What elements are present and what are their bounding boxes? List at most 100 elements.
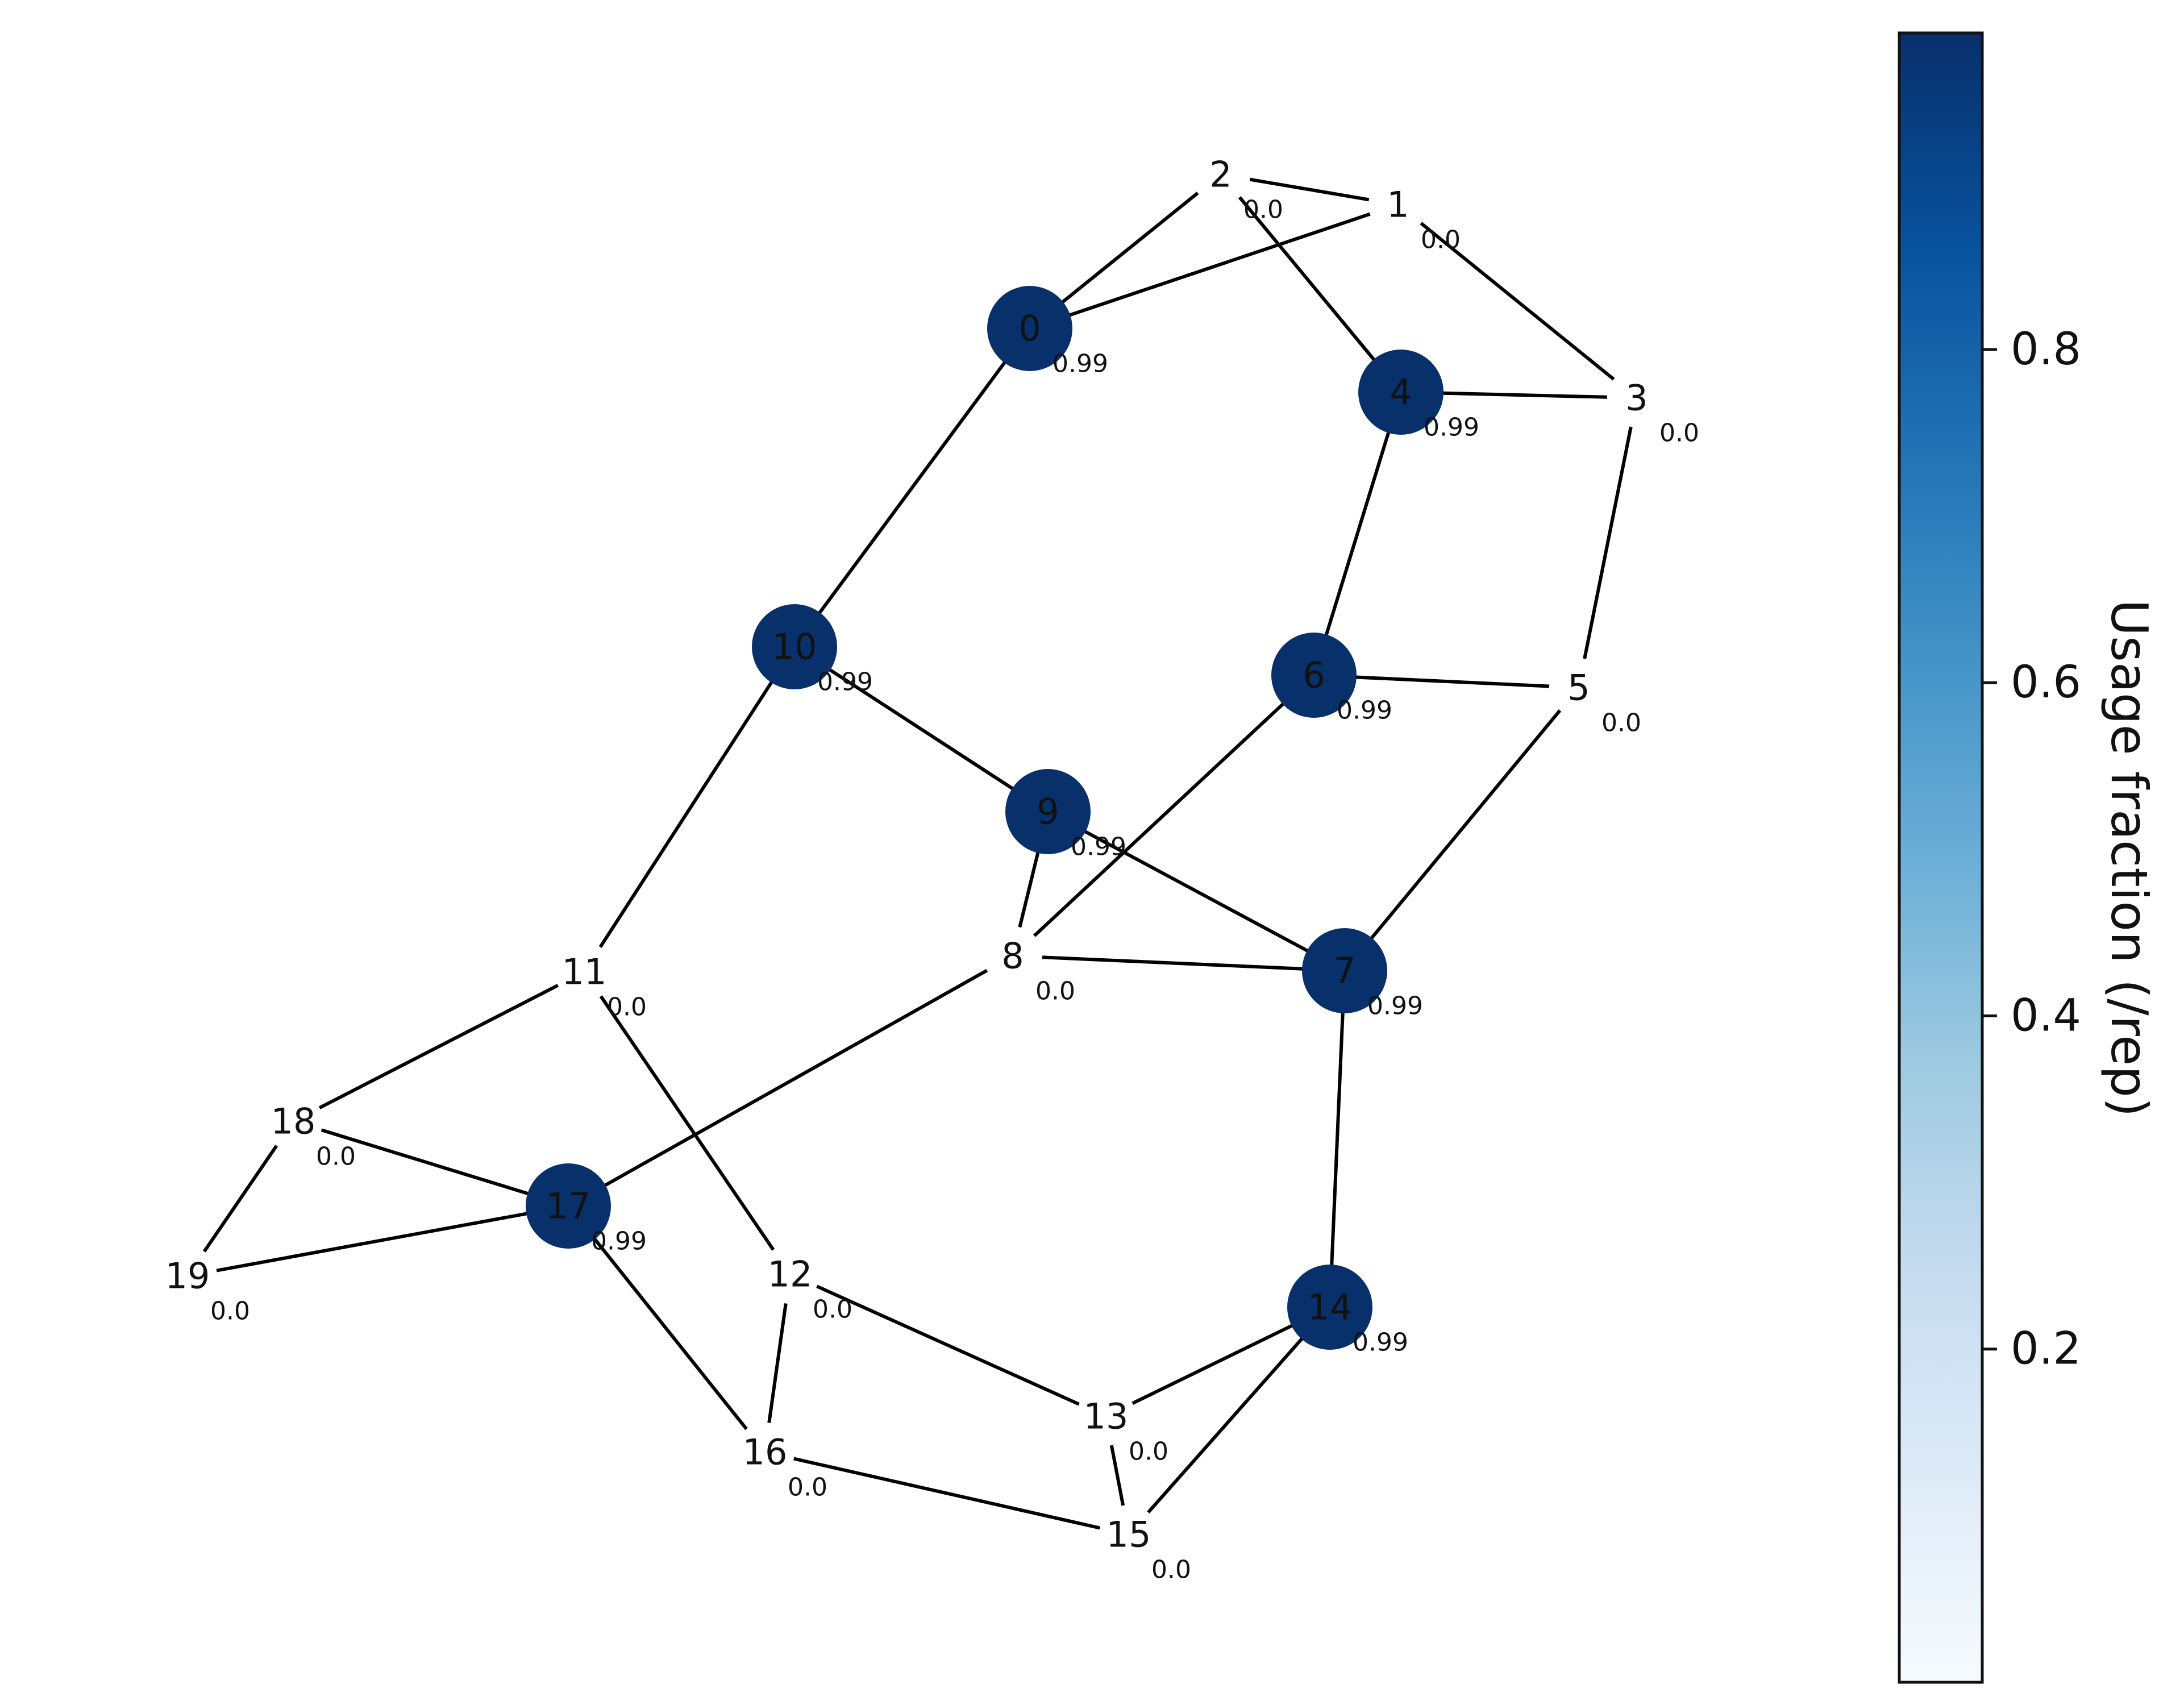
node-label: 13 — [1084, 1396, 1129, 1437]
node-circle-14 — [1287, 1265, 1372, 1350]
edge-0-10 — [810, 351, 1014, 624]
node-circle-7 — [1302, 928, 1387, 1013]
node-usage-label: 0.99 — [1424, 413, 1479, 442]
node-17[interactable]: 170.99 — [526, 1163, 647, 1256]
node-label: 7 — [1333, 950, 1355, 992]
node-11[interactable]: 110.0 — [562, 951, 647, 1022]
node-usage-label: 0.0 — [1421, 226, 1461, 255]
colorbar-gradient — [1898, 31, 1984, 1684]
node-12[interactable]: 120.0 — [768, 1254, 852, 1324]
node-15[interactable]: 150.0 — [1106, 1514, 1191, 1585]
edge-2-4 — [1238, 196, 1384, 371]
colorbar-tick-label: 0.8 — [2011, 324, 2081, 375]
node-usage-label: 0.99 — [817, 668, 873, 697]
node-label: 5 — [1567, 667, 1590, 709]
node-usage-label: 0.99 — [1071, 833, 1126, 862]
node-usage-label: 0.99 — [591, 1227, 647, 1256]
node-usage-label: 0.0 — [1151, 1556, 1191, 1585]
edge-9-7 — [1073, 824, 1320, 959]
edge-0-2 — [1051, 192, 1199, 311]
nodes-layer: 00.9910.020.030.040.9950.060.9970.9980.0… — [165, 154, 1699, 1585]
edge-8-7 — [1042, 955, 1316, 971]
edge-18-17 — [321, 1128, 541, 1199]
edge-12-13 — [816, 1284, 1080, 1406]
node-label: 11 — [562, 951, 607, 993]
colorbar-tick-label: 0.6 — [2011, 657, 2081, 708]
node-usage-label: 0.0 — [1659, 419, 1699, 448]
node-18[interactable]: 180.0 — [271, 1101, 356, 1171]
node-3[interactable]: 30.0 — [1625, 377, 1699, 448]
node-label: 0 — [1018, 308, 1041, 350]
node-label: 3 — [1625, 377, 1648, 419]
edge-14-15 — [1147, 1328, 1312, 1514]
node-usage-label: 0.0 — [1243, 196, 1283, 224]
node-circle-9 — [1005, 769, 1091, 854]
node-16[interactable]: 160.0 — [743, 1432, 827, 1502]
colorbar-label: Usage fraction (/rep) — [2100, 600, 2158, 1117]
edge-7-14 — [1329, 1000, 1345, 1278]
edge-10-9 — [818, 661, 1025, 797]
node-19[interactable]: 190.0 — [165, 1255, 250, 1326]
colorbar-tick-label: 0.2 — [2011, 1324, 2081, 1375]
edge-19-17 — [216, 1209, 540, 1272]
edge-17-16 — [585, 1228, 748, 1430]
edge-5-6 — [1343, 675, 1550, 688]
node-14[interactable]: 140.99 — [1287, 1265, 1408, 1357]
node-9[interactable]: 90.99 — [1005, 769, 1126, 862]
edge-10-11 — [598, 671, 780, 948]
node-2[interactable]: 20.0 — [1209, 154, 1283, 224]
node-usage-label: 0.0 — [607, 993, 647, 1022]
node-8[interactable]: 80.0 — [1001, 935, 1075, 1006]
node-usage-label: 0.99 — [1353, 1328, 1408, 1357]
edge-9-8 — [1018, 839, 1043, 928]
edge-11-18 — [318, 984, 559, 1109]
node-label: 4 — [1390, 372, 1412, 413]
node-circle-4 — [1358, 350, 1443, 435]
edge-16-15 — [793, 1457, 1100, 1530]
node-label: 8 — [1001, 935, 1024, 977]
node-label: 12 — [768, 1254, 813, 1295]
node-label: 1 — [1387, 184, 1409, 226]
node-circle-0 — [987, 286, 1072, 371]
edge-3-5 — [1583, 426, 1633, 659]
node-label: 6 — [1303, 655, 1325, 696]
node-usage-label: 0.0 — [1601, 709, 1641, 738]
edge-3-4 — [1430, 391, 1608, 399]
node-label: 10 — [772, 626, 817, 668]
colorbar-ticks: 0.2 0.4 0.6 0.8 — [1982, 324, 2081, 1375]
node-circle-6 — [1271, 633, 1357, 718]
node-usage-label: 0.99 — [1053, 350, 1108, 379]
node-label: 9 — [1037, 791, 1059, 833]
node-label: 2 — [1209, 154, 1232, 196]
node-usage-label: 0.0 — [1035, 977, 1075, 1006]
node-label: 18 — [271, 1101, 316, 1142]
edge-6-8 — [1033, 694, 1294, 937]
node-6[interactable]: 60.99 — [1271, 633, 1392, 725]
node-usage-label: 0.0 — [788, 1473, 827, 1502]
colorbar-tick-label: 0.4 — [2011, 990, 2081, 1041]
node-13[interactable]: 130.0 — [1084, 1396, 1168, 1466]
edge-0-1 — [1057, 212, 1371, 321]
edge-18-19 — [202, 1145, 278, 1253]
edge-13-14 — [1131, 1319, 1304, 1405]
node-1[interactable]: 10.0 — [1387, 184, 1461, 255]
node-usage-label: 0.0 — [316, 1142, 356, 1171]
node-5[interactable]: 50.0 — [1567, 667, 1641, 738]
edge-8-17 — [593, 968, 988, 1194]
node-10[interactable]: 100.99 — [752, 604, 873, 697]
node-label: 19 — [165, 1255, 210, 1297]
node-circle-10 — [752, 604, 837, 689]
node-label: 15 — [1106, 1514, 1151, 1556]
node-0[interactable]: 00.99 — [987, 286, 1108, 379]
node-circle-17 — [526, 1163, 611, 1249]
node-usage-label: 0.0 — [1129, 1437, 1168, 1466]
node-7[interactable]: 70.99 — [1302, 928, 1423, 1021]
node-label: 16 — [743, 1432, 788, 1473]
node-usage-label: 0.0 — [210, 1297, 250, 1326]
node-usage-label: 0.0 — [813, 1295, 852, 1324]
edge-1-2 — [1249, 177, 1370, 202]
node-usage-label: 0.99 — [1337, 696, 1392, 725]
node-4[interactable]: 40.99 — [1358, 350, 1479, 442]
node-label: 17 — [546, 1186, 591, 1227]
